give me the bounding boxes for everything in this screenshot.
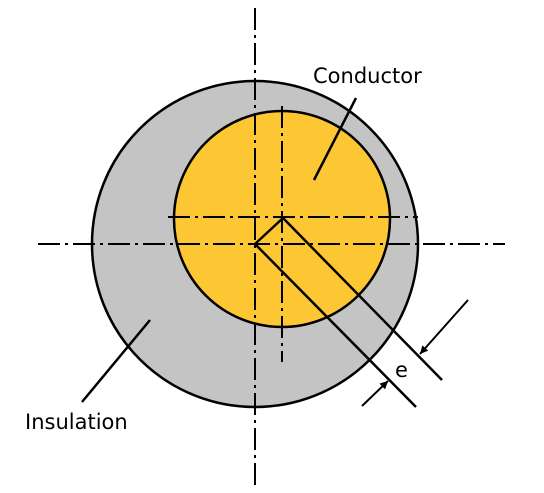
conductor-offset-line [282,217,443,381]
conductor-leader-line [312,97,358,181]
insulation-leader-line [81,319,151,403]
eccentricity-label: e [395,358,408,382]
insulation-label: Insulation [25,410,128,434]
conductor-label: Conductor [313,64,422,88]
dimension-arrow-upper [419,299,469,355]
eccentricity-connector-line [254,217,284,245]
dimension-arrow-lower [361,380,389,407]
insulation-offset-line [254,243,417,408]
